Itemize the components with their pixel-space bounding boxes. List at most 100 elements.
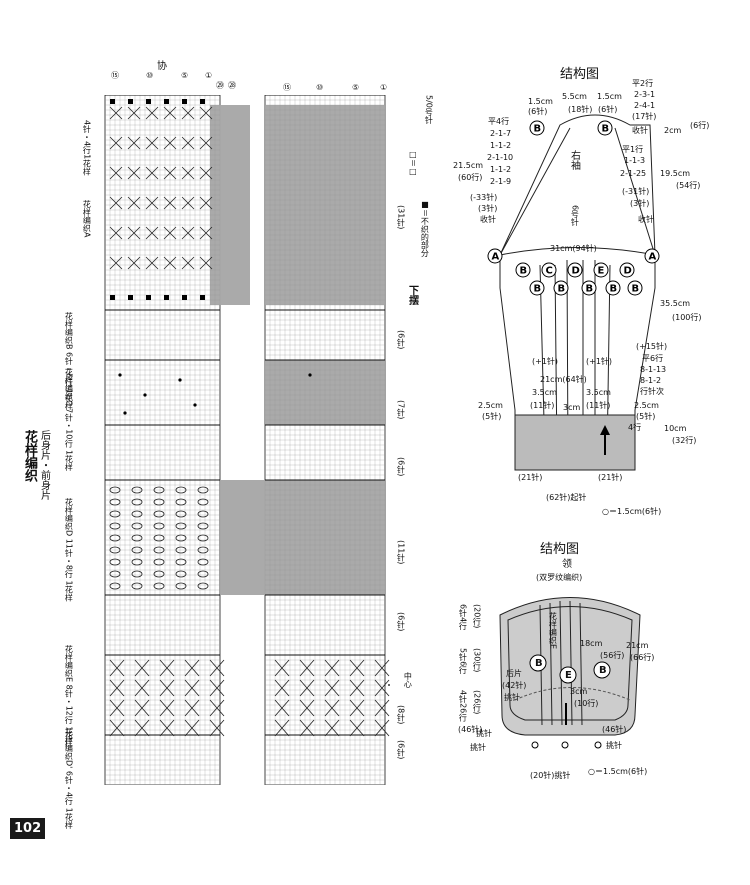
section-label-dprime: 花样编织D' 6针・4行 1花样	[64, 728, 74, 829]
sleeve-letter: B	[520, 266, 528, 277]
collar-back: 后片	[506, 669, 522, 678]
repeat-label-top: 4针・4行1花样	[82, 120, 92, 176]
sl-right-shou: 收针	[638, 215, 654, 224]
sl-top4: (6针)	[528, 107, 548, 116]
collar-letter-e: E	[565, 670, 572, 681]
legend-plain: □＝□	[408, 150, 418, 176]
sl-right-st2: (3针)	[630, 199, 650, 208]
sl-right-100: (100行)	[672, 313, 702, 322]
sl-center-top: 右袖	[568, 150, 580, 170]
rows-d0: (6针)	[396, 457, 406, 477]
collar-back-st: (42针)	[502, 681, 527, 690]
section-label-d: 花样编织D 11针・8行 1花样	[64, 498, 74, 602]
sl-inc2: 平6行	[642, 354, 664, 363]
needle-size: 5/0号针	[424, 95, 434, 124]
sl-right2-1: 1-1-3	[624, 156, 646, 165]
rows-c: (7针)	[396, 400, 406, 420]
sl-inc1: (+15针)	[636, 342, 668, 351]
collar-neck: 领	[562, 559, 572, 570]
col-label-xie: 协	[157, 61, 167, 72]
rows-b: (6针)	[396, 330, 406, 350]
sl-right1-3: (17针)	[632, 112, 657, 121]
section-label-e: 花样编织E 8针・12行 1花样	[64, 645, 74, 748]
sl-p2: (+1针)	[586, 357, 613, 366]
sl-l5: (5针)	[482, 412, 502, 421]
sleeve-letter-b: B	[610, 284, 618, 295]
sleeve-letter: D	[572, 266, 580, 277]
sl-right1-2: 2-4-1	[634, 101, 656, 110]
sl-left-shou: 收针	[480, 215, 496, 224]
col-num-10: ⑩	[146, 71, 154, 80]
sl-bot-total: (62针)起针	[546, 493, 587, 502]
sleeve-letter-b: B	[602, 124, 610, 135]
col2-num-15: ⑮	[283, 83, 291, 92]
sl-cuff32: (32行)	[672, 436, 697, 445]
sleeve-letter-b: B	[534, 124, 542, 135]
collar-right-46: (46针)	[602, 725, 627, 734]
col2-num-10: ⑩	[316, 83, 324, 92]
sl-left-dim-rows: (60行)	[458, 173, 483, 182]
sleeve-letter-b: B	[632, 284, 640, 295]
center-label: 中心	[403, 672, 413, 688]
sleeve-letter: E	[598, 266, 605, 277]
collar-left-tiao2: 挑针	[470, 743, 486, 752]
sl-bot1: (21针)	[518, 473, 543, 482]
sl-top2: 5.5cm	[562, 92, 587, 101]
sl-top1: 1.5cm	[528, 97, 553, 106]
sl-center-needle: 6号针	[570, 205, 580, 227]
sl-right-195: 19.5cm	[660, 169, 691, 178]
sl-r4: 4行	[628, 423, 642, 432]
sl-s3: 3cm	[563, 403, 581, 412]
sl-right-2cm: 2cm	[664, 126, 682, 135]
collar-title: 结构图	[540, 542, 580, 557]
sl-left-st: (-33针)	[470, 193, 498, 202]
sleeve-letter-b: B	[586, 284, 594, 295]
sl-inc4: 8-1-2	[640, 376, 662, 385]
sleeve-letter: C	[546, 266, 553, 277]
sl-inc3: 8-1-13	[640, 365, 667, 374]
sl-right-st: (-31针)	[622, 187, 650, 196]
collar-neck-sub: (双罗纹编织)	[536, 573, 583, 582]
collar-right-tiao2: 挑针	[606, 741, 622, 750]
sl-right1-0: 平2行	[632, 79, 654, 88]
sl-right-6: (6行)	[690, 121, 710, 130]
col-num-28: ㉘	[228, 81, 236, 90]
sl-r25: 2.5cm	[634, 401, 659, 410]
col2-num-1: ①	[380, 83, 388, 92]
sl-right1-4: 收针	[632, 126, 648, 135]
collar-center-top: 花样编织E	[548, 612, 558, 650]
sleeve-letter-b: B	[534, 284, 542, 295]
legend-dark: ■＝不织的部分	[420, 200, 430, 257]
sl-top3: 1.5cm	[597, 92, 622, 101]
sl-right1-1: 2-3-1	[634, 90, 656, 99]
hem-label: 下摆	[406, 285, 418, 305]
collar-right-21: 21cm	[626, 641, 649, 650]
sl-l25: 2.5cm	[478, 401, 503, 410]
sl-right-355: 35.5cm	[660, 299, 691, 308]
collar-center-10: (10行)	[574, 699, 599, 708]
sl-s11b: (11针)	[586, 401, 611, 410]
section-label-a: 花样编织A	[82, 200, 92, 238]
sleeve-letter-b: B	[558, 284, 566, 295]
sl-right-54: (54行)	[676, 181, 701, 190]
sl-s11a: (11针)	[530, 401, 555, 410]
col-num-5: ⑤	[181, 71, 189, 80]
sl-left-st2: (3针)	[478, 204, 498, 213]
col-num-1: ①	[205, 71, 213, 80]
chart-title: 花样编织	[22, 430, 37, 482]
collar-back-tiao: 挑针	[504, 693, 520, 702]
section-label-b: 花样编织B 6针・6行 1花样	[64, 312, 74, 410]
collar-bottom: (20针)挑针	[530, 771, 571, 780]
rows-d: (11针)	[396, 540, 406, 565]
collar-left-2: 4针26行	[458, 690, 468, 722]
sl-left-0: 平4行	[488, 117, 510, 126]
page-number: 102	[10, 818, 46, 839]
rows-d1: (6针)	[396, 612, 406, 632]
collar-letter-b1: B	[535, 658, 543, 669]
chart-subtitle: 后身片・前身片	[38, 430, 50, 500]
sl-cuff10: 10cm	[664, 424, 687, 433]
sl-r5: (5针)	[636, 412, 656, 421]
col-num-29: ㉙	[216, 81, 224, 90]
collar-schematic	[499, 597, 641, 749]
